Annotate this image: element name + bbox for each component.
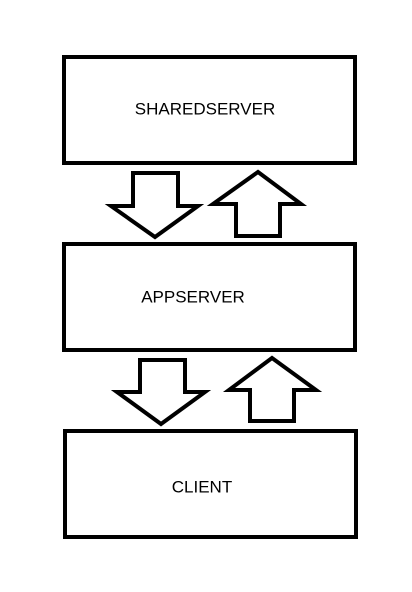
appserver-box xyxy=(62,242,357,352)
appserver-label: APPSERVER xyxy=(141,287,245,306)
client-box xyxy=(63,429,358,539)
node-sharedserver: SHAREDSERVER xyxy=(62,55,357,165)
node-client: CLIENT xyxy=(63,429,358,539)
arrow-down-sharedserver-to-appserver xyxy=(104,171,205,240)
arrow-up-appserver-to-sharedserver xyxy=(206,169,308,238)
arrow-down-appserver-to-client xyxy=(110,358,212,427)
node-appserver: APPSERVER xyxy=(62,242,357,352)
sharedserver-label: SHAREDSERVER xyxy=(135,99,275,118)
client-label: CLIENT xyxy=(172,477,232,496)
arrow-up-client-to-appserver xyxy=(222,355,323,423)
sharedserver-box xyxy=(62,55,357,165)
